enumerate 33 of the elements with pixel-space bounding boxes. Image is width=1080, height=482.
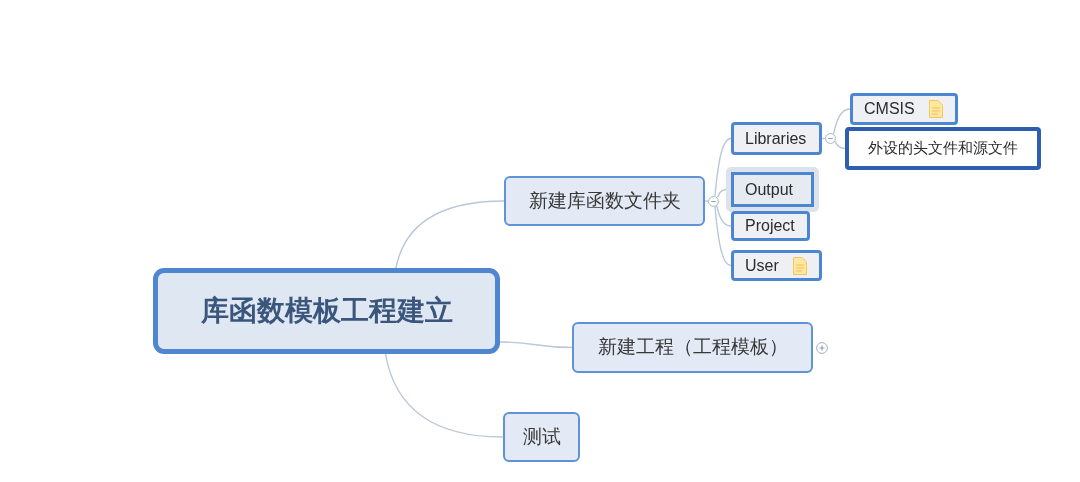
subtopic-box [731, 211, 810, 241]
central-topic-box [153, 268, 500, 354]
topic-box [572, 322, 813, 373]
subtopic-box [845, 127, 1041, 170]
topic-label: 新建工程（工程模板） [597, 335, 788, 360]
connector-line [832, 108, 851, 135]
topic-box [504, 176, 705, 226]
connector-line [704, 200, 709, 202]
central-topic-label: 库函数模板工程建立 [200, 294, 453, 328]
connector-line [499, 341, 573, 349]
connector-line [714, 137, 732, 197]
connector-line [715, 204, 732, 227]
connector-line [834, 140, 846, 150]
subtopic-box [731, 122, 822, 155]
subtopic-box [731, 250, 822, 281]
topic-label: 测试 [522, 424, 561, 449]
connector-line [384, 353, 504, 438]
minus-circle [825, 133, 836, 144]
connector-line [395, 200, 505, 269]
topic-label: Project [745, 216, 795, 236]
topic-label: User [745, 255, 779, 276]
topic-box [503, 412, 580, 462]
connector-line [821, 137, 826, 140]
subtopic-box [850, 93, 958, 125]
minus-circle [708, 195, 719, 207]
topic-label: Libraries [745, 128, 807, 149]
topic-label: Output [745, 179, 794, 200]
connector-line [714, 205, 732, 267]
topic-label: CMSIS [864, 99, 915, 119]
subtopic-box [726, 167, 819, 212]
topic-label: 外设的头文件和源文件 [868, 138, 1018, 159]
connector-line [716, 188, 727, 198]
topic-label: 新建库函数文件夹 [528, 188, 681, 213]
